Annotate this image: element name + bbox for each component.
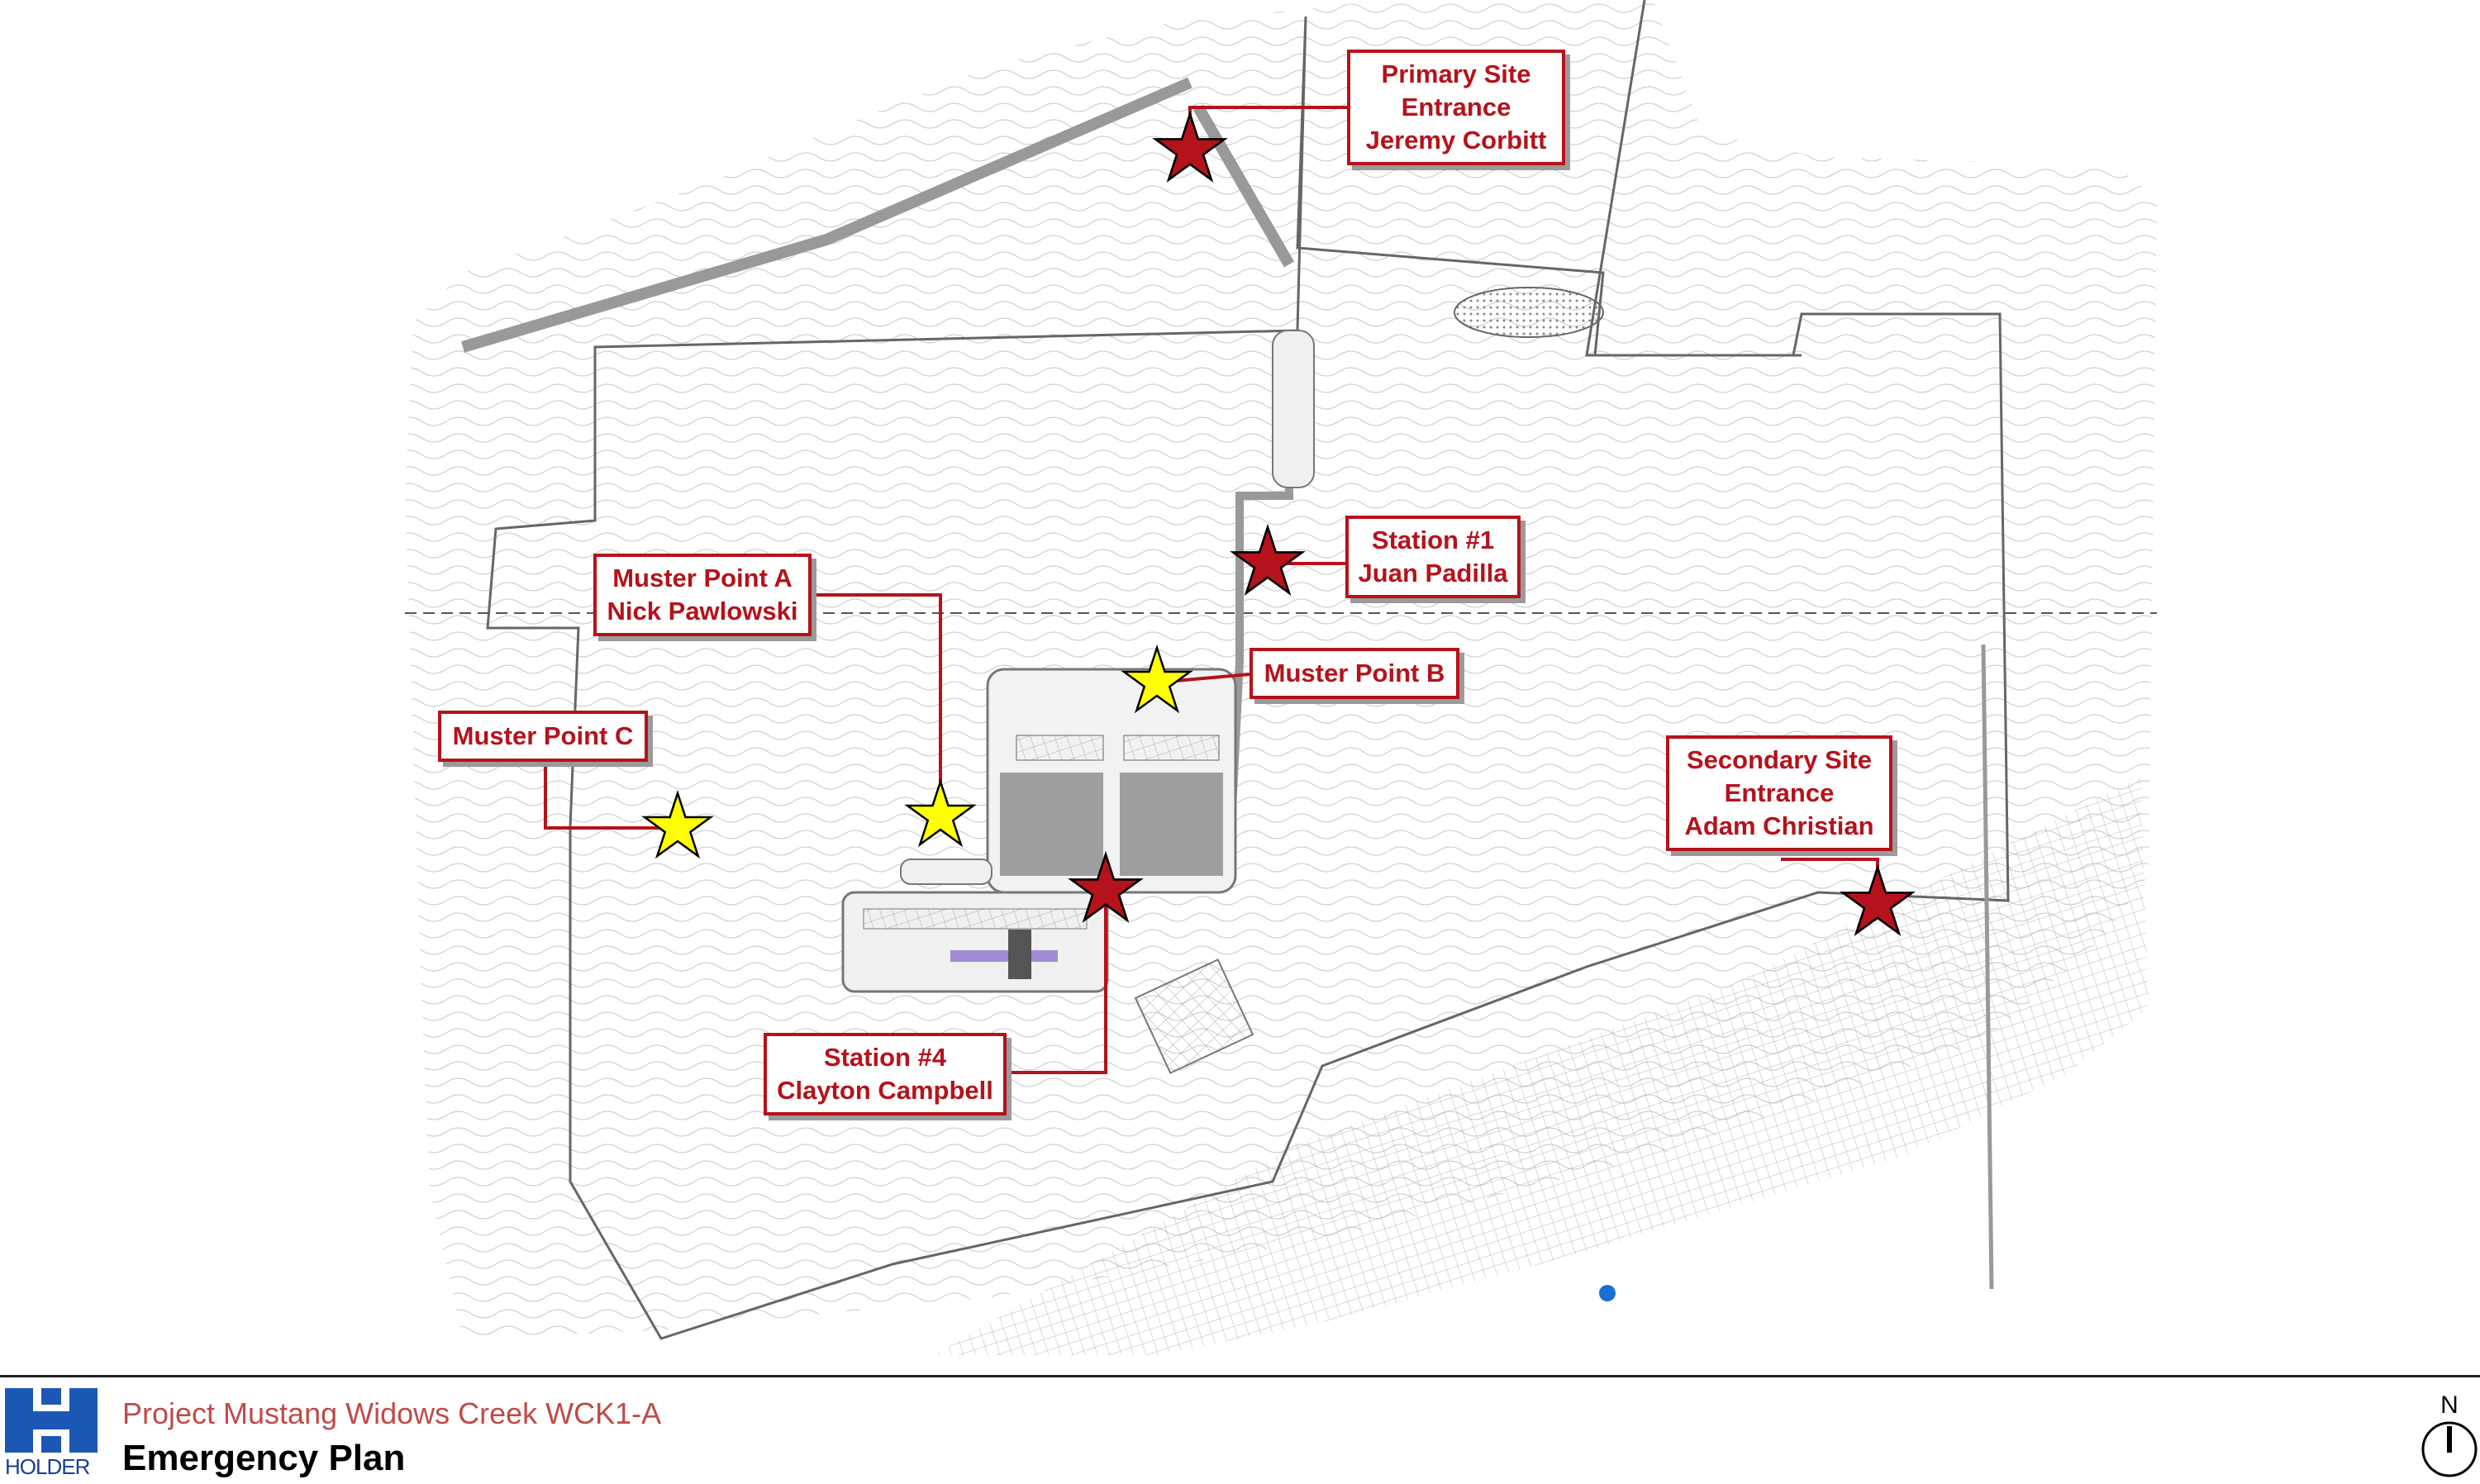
callout-line: Nick Pawlowski [607, 597, 798, 625]
substation [1134, 958, 1254, 1074]
pond [1454, 287, 1604, 338]
callout-line: Jeremy Corbitt [1365, 126, 1547, 155]
callout-station-4: Station #4 Clayton Campbell [764, 1033, 1007, 1115]
footer-divider [0, 1375, 2480, 1377]
callout-primary-site-entrance: Primary Site Entrance Jeremy Corbitt [1347, 50, 1565, 165]
callout-line: Entrance [1401, 93, 1511, 121]
yellow-star-icon [904, 778, 977, 848]
boundary-east [1585, 0, 1802, 357]
building-row-2 [1123, 735, 1220, 761]
blue-marker [1599, 1285, 1616, 1301]
callout-line: Clayton Campbell [777, 1076, 993, 1105]
project-title: Project Mustang Widows Creek WCK1-A [122, 1396, 662, 1430]
holder-logo-mark-icon [5, 1388, 98, 1453]
callout-station-1: Station #1 Juan Padilla [1345, 516, 1521, 598]
callout-line: Station #1 [1371, 526, 1495, 554]
leader-muster-c [544, 759, 678, 830]
red-star-icon [1068, 850, 1144, 924]
vertical-road [1981, 644, 1994, 1290]
yellow-star-icon [1121, 644, 1193, 714]
logo-text: HOLDER [5, 1454, 90, 1479]
purple-units [950, 950, 1058, 962]
callout-secondary-site-entrance: Secondary Site Entrance Adam Christian [1666, 735, 1892, 851]
callout-muster-point-c: Muster Point C [438, 711, 648, 762]
leader-station-4 [1007, 891, 1107, 1074]
callout-line: Adam Christian [1684, 811, 1874, 840]
gatehouse [1272, 330, 1315, 488]
callout-line: Muster Point B [1264, 659, 1445, 687]
callout-line: Juan Padilla [1358, 559, 1508, 587]
red-star-icon [1840, 863, 1916, 937]
access-road [461, 77, 1295, 353]
callout-muster-point-a: Muster Point A Nick Pawlowski [593, 554, 812, 636]
north-arrow-icon [2421, 1421, 2478, 1477]
building-row-1 [1016, 735, 1104, 761]
red-star-icon [1230, 523, 1306, 597]
callout-line: Muster Point A [612, 564, 793, 592]
gen-row [863, 908, 1088, 930]
building-2 [1120, 773, 1223, 876]
property-boundary [486, 16, 2010, 1340]
yellow-star-icon [641, 789, 714, 859]
callout-line: Entrance [1724, 778, 1835, 807]
lagoon [900, 859, 992, 885]
holder-logo: HOLDER [5, 1388, 98, 1479]
callout-line: Station #4 [823, 1043, 947, 1072]
markers [641, 110, 1916, 937]
site-plan-drawing [405, 0, 2157, 1355]
red-star-icon [1152, 110, 1228, 183]
north-label: N [2440, 1391, 2459, 1419]
generator-yard [841, 891, 1109, 993]
hatched-area [934, 777, 2149, 1355]
callout-line: Muster Point C [452, 721, 634, 750]
callout-line: Primary Site [1381, 59, 1531, 88]
north-arrow: N [2420, 1391, 2479, 1482]
callout-line: Secondary Site [1687, 745, 1872, 774]
callout-muster-point-b: Muster Point B [1250, 648, 1459, 699]
dark-unit [1008, 930, 1031, 979]
page-title: Emergency Plan [122, 1438, 406, 1478]
building-1 [1000, 773, 1103, 876]
leader-muster-a [814, 593, 942, 816]
site-map: Primary Site Entrance Jeremy Corbitt Sta… [405, 0, 2157, 1355]
